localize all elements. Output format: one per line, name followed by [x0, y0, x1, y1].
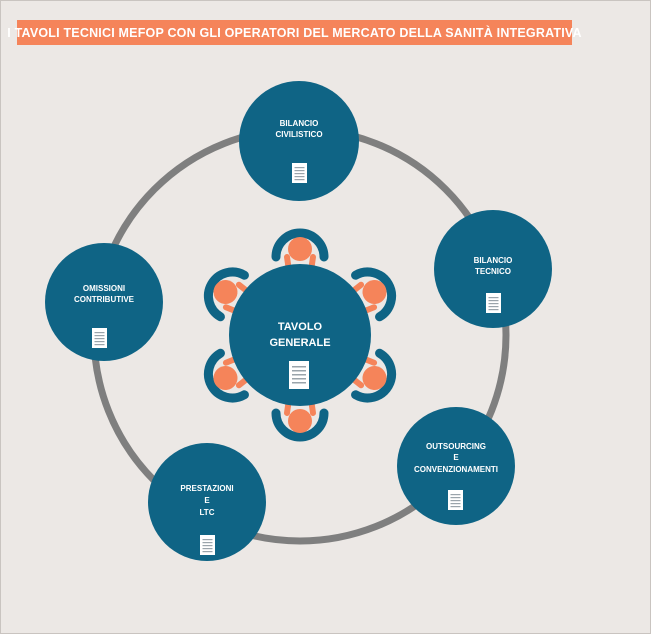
- node-label-line: CONVENZIONAMENTI: [414, 465, 498, 474]
- diagram-title: I TAVOLI TECNICI MEFOP CON GLI OPERATORI…: [7, 25, 582, 40]
- document-icon: [486, 293, 501, 313]
- node-label-line: E: [453, 453, 459, 462]
- node-bilancio-civilistico: BILANCIO CIVILISTICO: [239, 81, 359, 201]
- center-label-line1: TAVOLO: [278, 321, 323, 333]
- node-omissioni: OMISSIONI CONTRIBUTIVE: [45, 243, 163, 361]
- node-label-line: CIVILISTICO: [275, 130, 322, 139]
- document-icon: [289, 361, 309, 389]
- node-label-line: E: [204, 496, 210, 505]
- node-label-line: LTC: [200, 508, 215, 517]
- center-label-line2: GENERALE: [269, 337, 330, 349]
- person-icon: [346, 348, 397, 403]
- node-label-line: OMISSIONI: [83, 284, 125, 293]
- node-outsourcing: OUTSOURCING E CONVENZIONAMENTI: [397, 407, 515, 525]
- title-banner: I TAVOLI TECNICI MEFOP CON GLI OPERATORI…: [7, 20, 582, 45]
- document-icon: [200, 535, 215, 555]
- document-icon: [92, 328, 107, 348]
- node-label-line: BILANCIO: [280, 119, 319, 128]
- central-table: TAVOLO GENERALE: [229, 264, 371, 406]
- node-label-line: OUTSOURCING: [426, 442, 486, 451]
- node-label-line: PRESTAZIONI: [180, 484, 233, 493]
- node-bilancio-tecnico: BILANCIO TECNICO: [434, 210, 552, 328]
- node-label-line: TECNICO: [475, 267, 511, 276]
- node-label-line: CONTRIBUTIVE: [74, 295, 135, 304]
- node-prestazioni: PRESTAZIONI E LTC: [148, 443, 266, 561]
- document-icon: [448, 490, 463, 510]
- central-table-circle: [229, 264, 371, 406]
- node-label-line: BILANCIO: [474, 256, 513, 265]
- document-icon: [292, 163, 307, 183]
